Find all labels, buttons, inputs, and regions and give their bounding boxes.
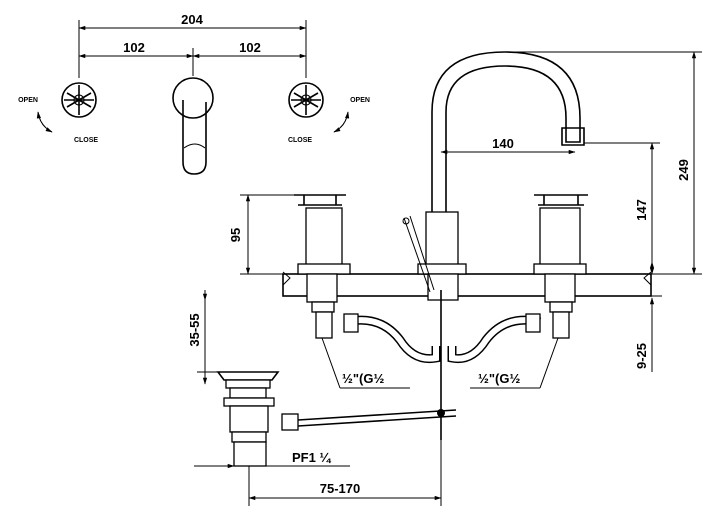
spout-elevation	[417, 51, 585, 301]
elevation-view: ½"(G½ ½"(G½ 140 147 249	[187, 51, 702, 506]
open-label-left: OPEN	[18, 97, 38, 104]
dim-right-spacing: 102	[239, 40, 261, 55]
dim-spout-reach: 140	[492, 136, 514, 151]
dim-handle-height: 95	[228, 228, 243, 242]
dim-total-height: 249	[676, 159, 691, 181]
spout-plan	[172, 77, 214, 175]
open-label-right: OPEN	[350, 97, 370, 104]
dim-drain-height: 35-55	[187, 313, 202, 346]
close-label-left: CLOSE	[74, 137, 98, 144]
dim-drain-distance: 75-170	[320, 481, 360, 496]
plan-view: 204 102 102 OPEN CLOSE OPEN	[18, 12, 370, 175]
drain-assembly	[216, 371, 457, 467]
thread-label-left: ½"(G½	[342, 371, 384, 386]
left-cross-handle-plan	[61, 82, 97, 118]
dim-overall-width: 204	[181, 12, 203, 27]
left-handle-elevation	[294, 194, 351, 339]
right-cross-handle-plan	[288, 82, 324, 118]
drain-thread-label: PF1 ¼	[292, 450, 331, 465]
dim-deck-thickness: 9-25	[634, 343, 649, 369]
close-label-right: CLOSE	[288, 137, 312, 144]
thread-label-right: ½"(G½	[478, 371, 520, 386]
connecting-hoses	[343, 313, 542, 364]
countertop	[282, 273, 652, 297]
dim-left-spacing: 102	[123, 40, 145, 55]
lift-rod	[402, 215, 442, 440]
right-handle-elevation	[533, 194, 588, 339]
dim-spout-height: 147	[634, 199, 649, 221]
